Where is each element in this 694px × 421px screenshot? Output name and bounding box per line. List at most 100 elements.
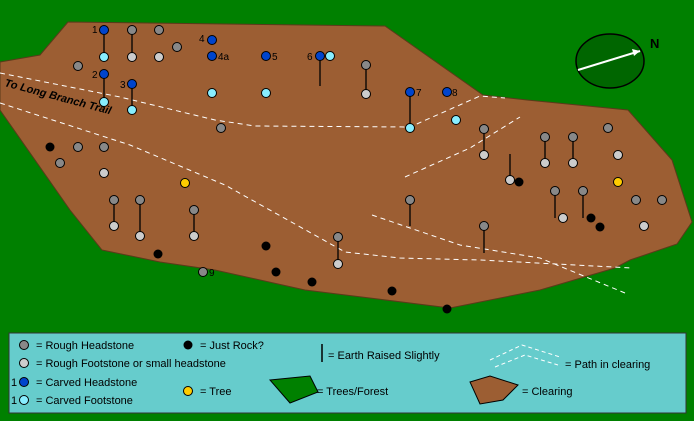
legend-carved-headstone: = Carved Headstone (36, 377, 137, 389)
carved-headstone-marker (207, 35, 217, 45)
rough-headstone-marker (154, 25, 164, 35)
rough-headstone-marker (657, 195, 667, 205)
tree-marker (613, 177, 623, 187)
rough-headstone-marker (73, 61, 83, 71)
rough-footstone-marker (333, 259, 343, 269)
rough-footstone-marker (361, 89, 371, 99)
clearing-area (0, 21, 693, 309)
rock-marker (586, 213, 596, 223)
legend-rough-footstone: = Rough Footstone or small headstone (36, 358, 226, 370)
carved-headstone-marker (442, 87, 452, 97)
rough-headstone-marker (540, 132, 550, 142)
grave-label-4a: 4a (218, 52, 230, 63)
rough-footstone-marker (505, 175, 515, 185)
rough-footstone-marker (189, 231, 199, 241)
tree-marker (180, 178, 190, 188)
legend-tree-icon (183, 386, 193, 396)
rough-footstone-marker (99, 168, 109, 178)
legend-carved-footstone-icon (19, 395, 29, 405)
legend-rough-headstone-icon (19, 340, 29, 350)
rough-headstone-marker (479, 221, 489, 231)
rough-footstone-marker (154, 52, 164, 62)
legend-just-rock: = Just Rock? (200, 340, 264, 352)
compass-needle (577, 50, 641, 71)
compass-arrowhead (632, 49, 640, 56)
rough-headstone-marker (216, 123, 226, 133)
rough-footstone-marker (568, 158, 578, 168)
carved-headstone-marker (207, 51, 217, 61)
grave-label-6: 6 (307, 52, 313, 63)
rough-footstone-marker (613, 150, 623, 160)
path-lines (0, 72, 633, 294)
grave-labels: 1 2 3 4 4a 5 6 7 8 9 (92, 25, 458, 279)
carved-footstone-marker (261, 88, 271, 98)
carved-footstone-marker (451, 115, 461, 125)
legend-path: = Path in clearing (565, 359, 650, 371)
rough-headstone-marker (73, 142, 83, 152)
rough-footstone-marker (540, 158, 550, 168)
legend-path-line (494, 354, 559, 368)
grave-label-7: 7 (416, 88, 422, 99)
carved-headstone-marker (127, 79, 137, 89)
rough-headstone-marker (135, 195, 145, 205)
legend-carved-footstone-num: 1 (11, 395, 17, 407)
path-line (0, 102, 633, 269)
legend-rough-headstone: = Rough Headstone (36, 340, 134, 352)
path-line (404, 116, 521, 178)
legend-trees-forest: = Trees/Forest (317, 386, 388, 398)
carved-footstone-marker (127, 105, 137, 115)
rough-footstone-marker (639, 221, 649, 231)
legend-path-line (489, 344, 561, 361)
legend-tree: = Tree (200, 386, 232, 398)
rough-headstone-marker (333, 232, 343, 242)
grave-label-3: 3 (120, 80, 126, 91)
grave-label-5: 5 (272, 52, 278, 63)
rough-footstone-marker (479, 150, 489, 160)
grave-label-8: 8 (452, 88, 458, 99)
rough-headstone-marker (479, 124, 489, 134)
rock-marker (153, 249, 163, 259)
rough-headstone-marker (603, 123, 613, 133)
rock-marker (595, 222, 605, 232)
carved-headstone-marker (315, 51, 325, 61)
legend-forest-swatch (268, 375, 319, 404)
rough-headstone-marker (127, 25, 137, 35)
carved-headstone-marker (261, 51, 271, 61)
rough-headstone-marker (172, 42, 182, 52)
compass: N (575, 33, 659, 89)
legend-clearing: = Clearing (522, 386, 572, 398)
legend-path-icon (489, 344, 561, 368)
rough-headstone-marker (578, 186, 588, 196)
rough-headstone-marker (189, 205, 199, 215)
legend: = Rough Headstone = Rough Footstone or s… (8, 332, 687, 414)
legend-rough-footstone-icon (19, 358, 29, 368)
rough-footstone-marker (135, 231, 145, 241)
rough-headstone-marker (361, 60, 371, 70)
carved-footstone-marker (207, 88, 217, 98)
grave-label-4: 4 (199, 34, 205, 45)
grave-markers (45, 25, 667, 314)
rough-headstone-marker (99, 142, 109, 152)
rough-headstone-marker (55, 158, 65, 168)
rock-marker (271, 267, 281, 277)
carved-footstone-marker (405, 123, 415, 133)
north-label: N (650, 36, 659, 51)
rough-headstone-marker (109, 195, 119, 205)
legend-carved-footstone: = Carved Footstone (36, 395, 133, 407)
rough-footstone-marker (558, 213, 568, 223)
rough-footstone-marker (109, 221, 119, 231)
rock-marker (442, 304, 452, 314)
legend-earth-raised: = Earth Raised Slightly (328, 350, 440, 362)
carved-footstone-marker (325, 51, 335, 61)
carved-footstone-marker (99, 52, 109, 62)
rock-marker (307, 277, 317, 287)
carved-headstone-marker (99, 69, 109, 79)
legend-rock-icon (183, 340, 193, 350)
grave-label-2: 2 (92, 70, 98, 81)
rough-headstone-marker (198, 267, 208, 277)
rock-marker (45, 142, 55, 152)
carved-headstone-marker (99, 25, 109, 35)
rock-marker (387, 286, 397, 296)
grave-label-1: 1 (92, 25, 98, 36)
